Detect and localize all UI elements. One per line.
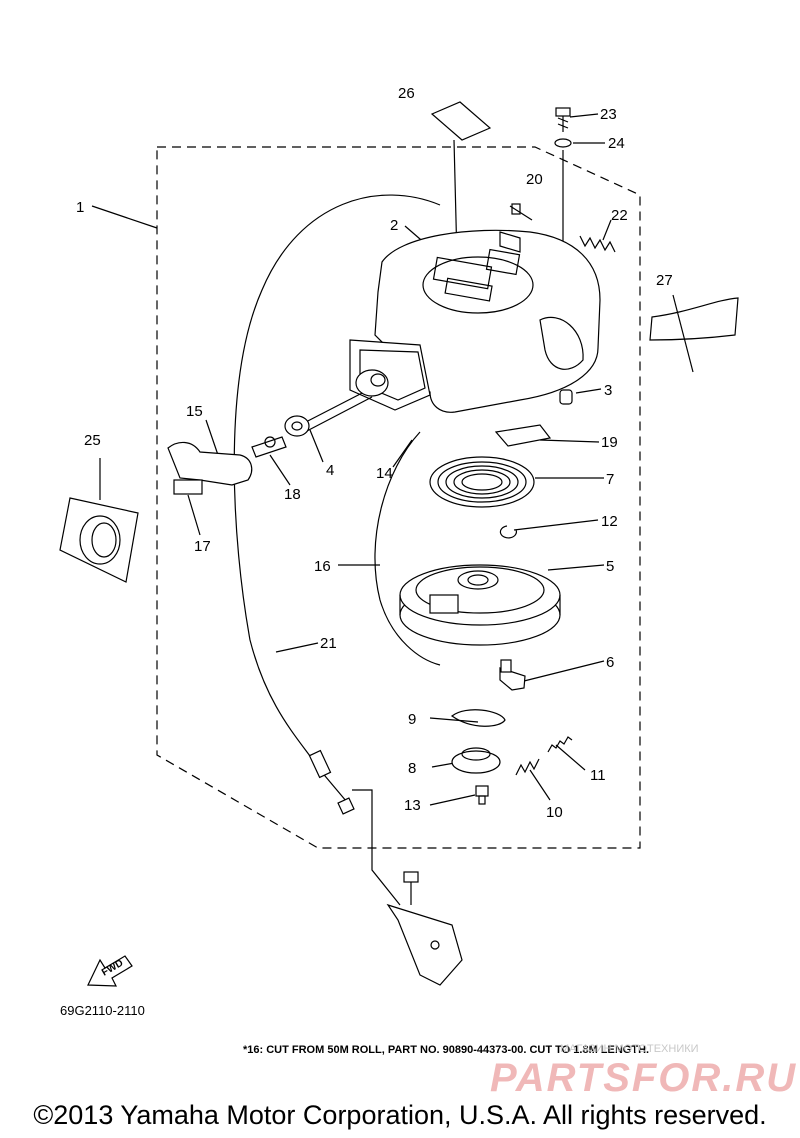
part-label: 1 [76, 199, 84, 216]
part-label: 19 [601, 434, 618, 451]
plunger-lock [499, 203, 521, 253]
part-label: 26 [398, 85, 415, 102]
part-label: 3 [604, 382, 612, 399]
bushing [559, 389, 573, 405]
part-label: 17 [194, 538, 211, 555]
decal-26 [430, 101, 492, 141]
part-label: 2 [390, 217, 398, 234]
lock-spring [579, 235, 616, 253]
starter-handle [284, 369, 389, 437]
part-label: 9 [408, 711, 416, 728]
part-label: 14 [376, 465, 393, 482]
part-label: 24 [608, 135, 625, 152]
pawl-pin [500, 659, 512, 673]
part-label: 10 [546, 804, 563, 821]
return-spring [547, 736, 573, 753]
fwd-arrow-icon: FWD [87, 955, 133, 987]
drum-pulley [399, 564, 561, 646]
drive-pawl [499, 667, 526, 691]
part-label: 27 [656, 272, 673, 289]
decal-27 [649, 297, 739, 341]
part-label: 7 [606, 471, 614, 488]
throttle-cable [233, 194, 441, 809]
footnote: *16: CUT FROM 50M ROLL, PART NO. 90890-4… [243, 1044, 650, 1056]
cable-end [308, 749, 355, 815]
diagram-id: 69G2110-2110 [60, 1003, 145, 1018]
drum-cap [451, 747, 501, 774]
circlip [499, 525, 518, 539]
part-label: 4 [326, 462, 334, 479]
part-label: 25 [84, 432, 101, 449]
part-label: 15 [186, 403, 203, 420]
bolt-13 [475, 785, 489, 805]
pawl-spring [515, 758, 540, 776]
part-label: 5 [606, 558, 614, 575]
part-labels: 1 2 3 4 5 6 7 8 9 10 11 12 13 14 15 16 1… [76, 85, 673, 821]
wire-16 [374, 431, 441, 666]
part-label: 23 [600, 106, 617, 123]
copyright: ©2013 Yamaha Motor Corporation, U.S.A. A… [33, 1100, 767, 1130]
washer-24 [554, 138, 572, 148]
stopper-plate [494, 424, 552, 447]
part-label: 6 [606, 654, 614, 671]
shift-bracket [167, 436, 287, 495]
friction-plate [450, 709, 506, 727]
assembly-boundary [156, 146, 641, 849]
part-label: 13 [404, 797, 421, 814]
watermark-small: МАГАЗИН МОТОТЕХНИКИ [560, 1043, 699, 1055]
grommet [59, 497, 139, 583]
part-label: 20 [526, 171, 543, 188]
part-label: 16 [314, 558, 331, 575]
part-label: 8 [408, 760, 416, 777]
part-label: 12 [601, 513, 618, 530]
part-label: 22 [611, 207, 628, 224]
watermark-logo: PARTSFOR.RU [490, 1056, 798, 1100]
part-label: 21 [320, 635, 337, 652]
recoil-spring [429, 456, 535, 508]
screw-23 [555, 107, 571, 132]
part-label: 11 [590, 767, 606, 784]
link-bracket [352, 789, 463, 986]
part-label: 18 [284, 486, 301, 503]
